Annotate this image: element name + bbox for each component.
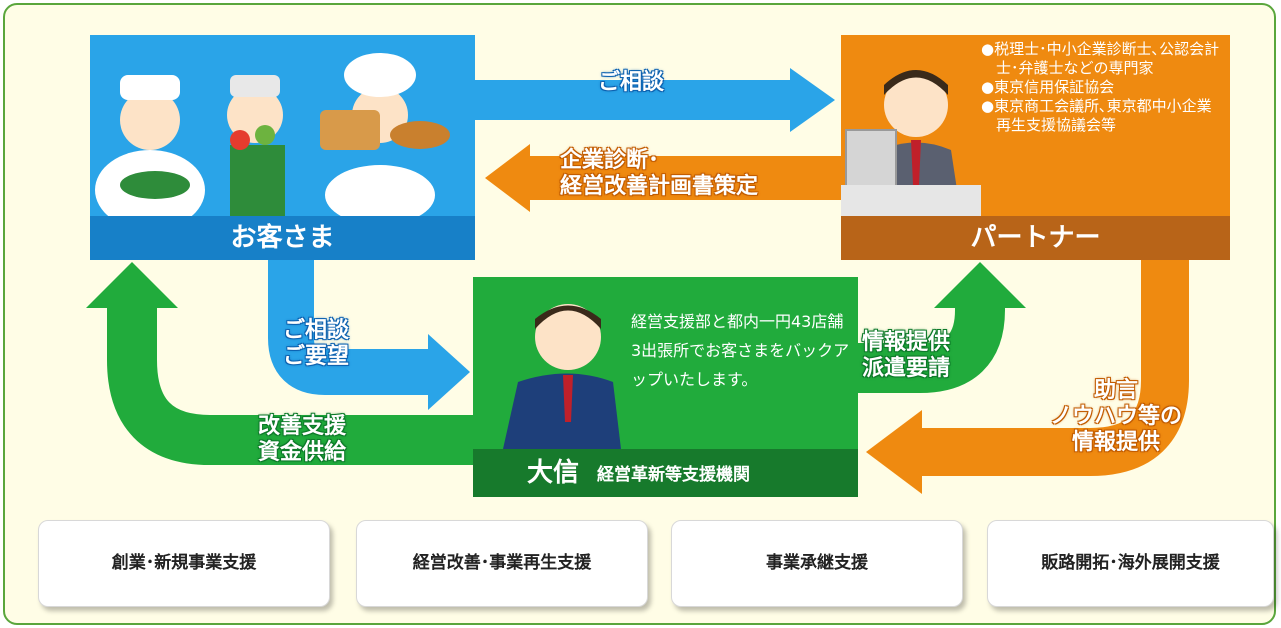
partner-note: ●税理士･中小企業診断士､公認会計士･弁護士などの専門家 bbox=[981, 40, 1220, 77]
label-consult: ご相談 bbox=[598, 70, 665, 95]
daishin-name: 大信 bbox=[527, 458, 580, 488]
customer-illustration bbox=[95, 53, 450, 230]
customer-box: お客さま bbox=[90, 35, 475, 260]
label-line: 派遣要請 bbox=[862, 356, 951, 381]
daishin-label-bar: 大信 経営革新等支援機関 bbox=[473, 449, 858, 497]
service-succession-button[interactable]: 事業承継支援 bbox=[671, 520, 963, 607]
label-line: 助言 bbox=[1094, 378, 1139, 403]
label-line: 情報提供 bbox=[862, 330, 951, 355]
label-line: 情報提供 bbox=[1072, 430, 1161, 455]
partner-note: ●東京信用保証協会 bbox=[981, 78, 1115, 96]
arrow-consult-request bbox=[268, 260, 430, 395]
arrow-diagnosis bbox=[485, 144, 841, 212]
customer-label: お客さま bbox=[90, 216, 475, 260]
label-line: 企業診断･ bbox=[560, 148, 660, 173]
partner-note: ●東京商工会議所､東京都中小企業再生支援協議会等 bbox=[981, 97, 1212, 134]
service-turnaround-button[interactable]: 経営改善･事業再生支援 bbox=[356, 520, 648, 607]
daishin-illustration bbox=[503, 304, 621, 449]
partner-notes: ●税理士･中小企業診断士､公認会計士･弁護士などの専門家 ●東京信用保証協会 ●… bbox=[981, 40, 1226, 135]
label-line: ご相談 bbox=[283, 318, 350, 343]
label-line: 改善支援 bbox=[258, 414, 347, 439]
arrow-improvement-funding bbox=[107, 305, 473, 465]
partner-box: ●税理士･中小企業診断士､公認会計士･弁護士などの専門家 ●東京信用保証協会 ●… bbox=[841, 35, 1230, 260]
partner-label: パートナー bbox=[841, 216, 1230, 260]
daishin-subtitle: 経営革新等支援機関 bbox=[597, 465, 750, 485]
label-consult-request: ご相談 ご要望 bbox=[283, 318, 349, 370]
label-line: ご要望 bbox=[283, 344, 350, 369]
label-line: ノウハウ等の bbox=[1050, 404, 1183, 429]
label-diagnosis: 企業診断･ 経営改善計画書策定 bbox=[560, 148, 758, 200]
arrow-advice bbox=[920, 260, 1189, 476]
arrow-consult bbox=[475, 68, 835, 132]
partner-illustration bbox=[841, 70, 981, 216]
arrow-info-dispatch bbox=[858, 305, 1005, 393]
label-improvement-funding: 改善支援 資金供給 bbox=[258, 414, 346, 466]
label-info-dispatch: 情報提供 派遣要請 bbox=[862, 330, 950, 382]
service-startup-button[interactable]: 創業･新規事業支援 bbox=[38, 520, 330, 607]
label-advice: 助言 ノウハウ等の 情報提供 bbox=[1050, 378, 1182, 456]
label-line: 経営改善計画書策定 bbox=[560, 174, 759, 199]
label-line: 資金供給 bbox=[258, 440, 347, 465]
daishin-description: 経営支援部と都内一円43店舗3出張所でお客さまをバックアップいたします。 bbox=[631, 312, 850, 389]
service-overseas-button[interactable]: 販路開拓･海外展開支援 bbox=[987, 520, 1274, 607]
daishin-box: 経営支援部と都内一円43店舗3出張所でお客さまをバックアップいたします。 大信 … bbox=[473, 277, 858, 497]
